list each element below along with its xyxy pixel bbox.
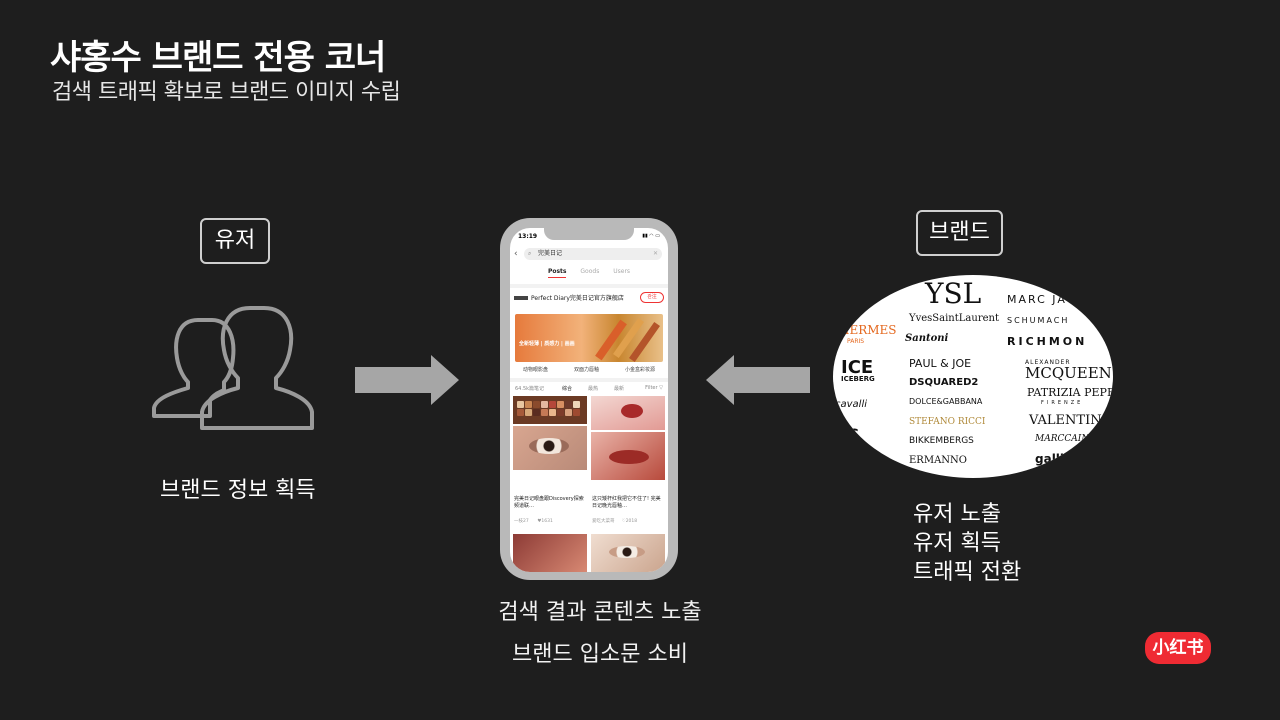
- search-icon: ⌕: [528, 250, 532, 257]
- post-likes: ♥1631: [537, 519, 553, 524]
- lips-image: [609, 450, 649, 464]
- brand-logo-collage: YSL YvesSaintLaurent Santoni PAUL & JOE …: [833, 275, 1113, 478]
- user-caption: 브랜드 정보 획득: [160, 478, 316, 503]
- sort-hot[interactable]: 最热: [588, 386, 599, 392]
- back-icon[interactable]: ‹: [514, 249, 518, 259]
- page-subtitle: 검색 트래픽 확보로 브랜드 이미지 수립: [52, 80, 401, 105]
- tab-posts[interactable]: Posts: [547, 268, 567, 278]
- eye-makeup-image: [529, 438, 569, 454]
- santoni-logo: Santoni: [905, 333, 949, 344]
- brand-logo-partial: IC: [843, 427, 859, 443]
- phone-mockup: 13:19 ▮▮ ◠ ▭ ‹ ⌕ 完美日记 ✕ Posts Goods User…: [500, 218, 678, 580]
- filter-row: 64.5k篇笔记 综合 最热 最新 Filter ▽: [510, 378, 668, 392]
- search-row: ‹ ⌕ 完美日记 ✕: [514, 248, 664, 260]
- ermanno-logo: ERMANNO: [909, 455, 967, 466]
- hermes-logo: HERMES: [839, 323, 897, 337]
- mcqueen-logo: MCQUEEN: [1025, 364, 1112, 382]
- xiaohongshu-logo: 小红书: [1145, 632, 1211, 664]
- eyeshadow-palette-image: [517, 401, 580, 416]
- post-meta: 爱吃大菜哥 ♡2018: [592, 518, 637, 524]
- store-row[interactable]: Perfect Diary完美日记官方旗舰店 관注: [510, 284, 668, 310]
- post-count: 64.5k篇笔记: [515, 386, 545, 392]
- hermes-paris-text: PARIS: [847, 338, 865, 345]
- clear-icon[interactable]: ✕: [652, 250, 658, 257]
- banner-text: 全新轻薄 | 质感力 | 画画: [519, 341, 575, 347]
- post-title[interactable]: 完美日记眼盘跟Discovery探索频道联…: [514, 496, 584, 509]
- paul-joe-logo: PAUL & JOE: [909, 357, 972, 370]
- category-link[interactable]: 双面力唇釉: [573, 367, 599, 373]
- ice-logo: ICE: [841, 357, 874, 378]
- sort-new[interactable]: 最新: [614, 386, 625, 392]
- post-meta: 一枝27 ♥1631: [514, 518, 553, 524]
- ysl-wordmark: YvesSaintLaurent: [909, 313, 999, 324]
- filter-button[interactable]: Filter ▽: [645, 385, 663, 391]
- brand-captions: 유저 노출 유저 획득 트래픽 전환: [913, 500, 1021, 587]
- category-link[interactable]: 动物眼影盘: [522, 367, 548, 373]
- post-thumbnail[interactable]: [513, 396, 587, 424]
- phone-screen: 13:19 ▮▮ ◠ ▭ ‹ ⌕ 完美日记 ✕ Posts Goods User…: [510, 228, 668, 572]
- brand-caption-3: 트래픽 전환: [913, 560, 1022, 585]
- cavalli-logo: cavalli: [835, 399, 868, 410]
- store-banner[interactable]: 全新轻薄 | 质感力 | 画画: [515, 314, 663, 362]
- schumacher-logo: SCHUMACH: [1007, 316, 1070, 325]
- post-thumbnail[interactable]: [513, 534, 587, 572]
- result-tabs: Posts Goods Users: [510, 268, 668, 278]
- user-tag: 유저: [200, 218, 270, 264]
- users-icon: [152, 306, 314, 430]
- stefano-ricci-logo: STEFANO RICCI: [909, 417, 986, 427]
- iceberg-text: ICEBERG: [841, 375, 875, 383]
- arrow-right-icon: [355, 355, 459, 405]
- post-title[interactable]: 这只矮杆红我把它不住了! 完美日记晚光唇釉…: [592, 496, 661, 509]
- tab-goods[interactable]: Goods: [580, 268, 600, 275]
- center-caption-2: 브랜드 입소문 소비: [512, 642, 688, 667]
- sort-comprehensive[interactable]: 综合: [562, 386, 573, 392]
- search-query: 完美日记: [538, 250, 563, 257]
- follow-button[interactable]: 관注: [640, 292, 664, 303]
- brand-tag: 브랜드: [916, 210, 1003, 256]
- status-icons: ▮▮ ◠ ▭: [642, 233, 660, 239]
- firenze-text: FIRENZE: [1041, 400, 1084, 406]
- category-link[interactable]: 小金盒彩妆源: [624, 367, 655, 373]
- category-links: 动物眼影盘 双面力唇釉 小金盒彩妆源: [510, 366, 668, 373]
- patrizia-pepe-logo: PATRIZIA PEPE: [1027, 386, 1113, 399]
- post-likes: ♡2018: [621, 519, 638, 524]
- dolce-gabbana-logo: DOLCE&GABBANA: [909, 397, 983, 406]
- post-thumbnail[interactable]: [513, 426, 587, 470]
- bikkembergs-logo: BIKKEMBERGS: [909, 436, 974, 446]
- marccain-logo: MARCCAIN: [1035, 434, 1090, 444]
- marc-jacobs-logo: MARC JA: [1007, 293, 1067, 306]
- post-user: 一枝27: [514, 519, 529, 524]
- lip-swatch-image: [621, 404, 643, 418]
- dsquared-logo: DSQUARED2: [909, 377, 979, 388]
- post-user: 爱吃大菜哥: [592, 519, 615, 524]
- valentino-logo: VALENTINO: [1029, 413, 1113, 428]
- status-time: 13:19: [518, 233, 538, 240]
- arrow-left-icon: [706, 355, 810, 405]
- brand-caption-1: 유저 노출: [913, 502, 1001, 527]
- phone-notch: [544, 228, 634, 240]
- center-caption-1: 검색 결과 콘텐츠 노출: [498, 600, 702, 625]
- tab-users[interactable]: Users: [613, 268, 631, 275]
- galli-logo: galli: [1035, 452, 1065, 466]
- post-thumbnail[interactable]: [591, 396, 665, 430]
- post-thumbnail[interactable]: [591, 534, 665, 572]
- alexander-text: ALEXANDER: [1025, 359, 1071, 366]
- brand-caption-2: 유저 획득: [913, 531, 1001, 556]
- eye-image: [609, 546, 645, 558]
- post-thumbnail[interactable]: [591, 432, 665, 480]
- richmond-logo: RICHMON: [1007, 335, 1088, 348]
- page-title: 샤홍수 브랜드 전용 코너: [50, 38, 386, 78]
- store-name: Perfect Diary完美日记官方旗舰店: [531, 295, 624, 302]
- store-logo: [514, 296, 528, 300]
- search-input[interactable]: ⌕ 完美日记 ✕: [524, 248, 662, 260]
- ysl-logo: YSL: [925, 277, 982, 310]
